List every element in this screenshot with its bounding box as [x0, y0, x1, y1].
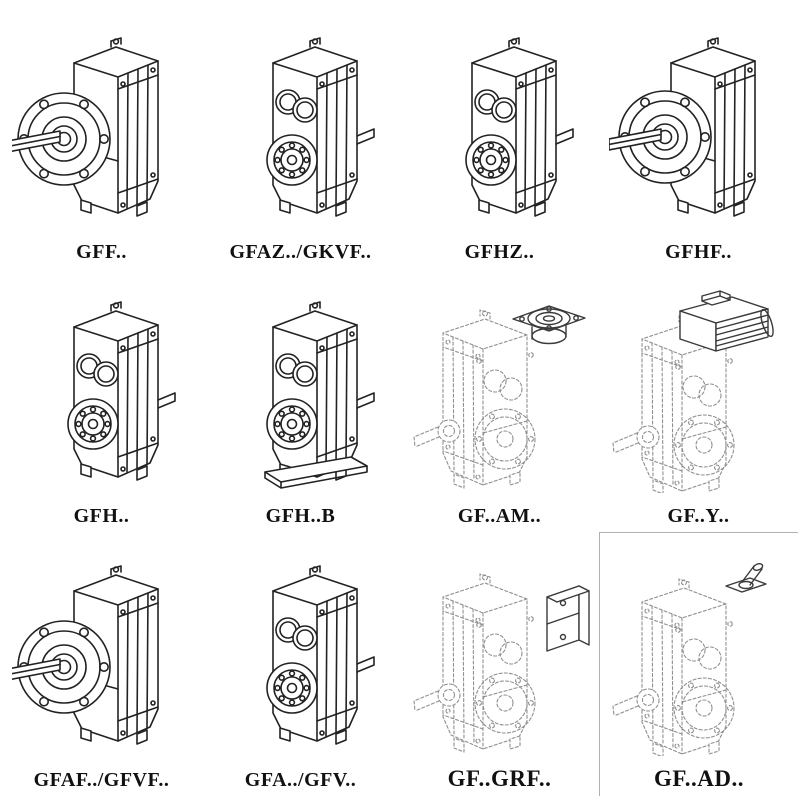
output-flange [608, 89, 712, 184]
variator-unit [545, 585, 590, 652]
housing-outline [271, 36, 358, 217]
gearbox-hollow-shaft-icon [201, 534, 400, 767]
gearbox-label: GFH..B [265, 505, 336, 527]
gearbox-with-motor-icon [599, 270, 798, 503]
gearbox-label: GFAF../GFVF.. [33, 769, 170, 791]
gearbox-hollow-shaft-icon [2, 270, 201, 503]
gearbox-hollow-shaft-icon [400, 6, 599, 239]
gearbox-flange-output-icon [2, 6, 201, 239]
input-shaft-adapter [725, 561, 767, 593]
housing-dashed [412, 573, 536, 753]
gearbox-label: GFAZ../GKVF.. [229, 241, 372, 263]
gearbox-input-shaft-adapter-icon [600, 535, 798, 764]
electric-motor [678, 289, 776, 352]
gearbox-drawing [265, 564, 375, 745]
gearbox-label: GFF.. [76, 241, 127, 263]
gearbox-label: GFA../GFV.. [244, 769, 357, 791]
gearbox-drawing [412, 304, 586, 489]
gearbox-cell-gf-am: GF..AM.. [400, 268, 599, 532]
gearbox-cell-gfh: GFH.. [2, 268, 201, 532]
gearbox-cell-gff: GFF.. [2, 4, 201, 268]
gearbox-cell-gfaf-gfvf: GFAF../GFVF.. [2, 532, 201, 796]
gearbox-label: GF..GRF.. [447, 766, 552, 791]
gearbox-label: GFHF.. [665, 241, 732, 263]
gearbox-drawing [66, 300, 176, 481]
gearbox-speed-variator-icon [400, 534, 599, 764]
housing-outline [271, 564, 358, 745]
gearbox-cell-gfh-b: GFH..B [201, 268, 400, 532]
gearbox-label: GF..Y.. [667, 505, 730, 527]
gearbox-drawing [611, 289, 776, 493]
housing-dashed [612, 577, 735, 756]
gearbox-cell-gf-grf: GF..GRF.. [400, 532, 599, 796]
gearbox-drawing [608, 36, 756, 217]
gearbox-cell-gf-y: GF..Y.. [599, 268, 798, 532]
gearbox-cell-gfaz-gkvf: GFAZ../GKVF.. [201, 4, 400, 268]
gearbox-flange-output-icon [599, 6, 798, 239]
output-flange [11, 91, 111, 186]
gearbox-label: GFH.. [73, 505, 130, 527]
housing-outline [72, 300, 159, 481]
gearbox-label: GF..AM.. [457, 505, 542, 527]
output-flange [11, 619, 111, 714]
gearbox-flange-output-icon [2, 534, 201, 767]
gearbox-drawing [612, 561, 767, 756]
housing-outline [470, 36, 557, 217]
gearbox-hollow-shaft-icon [201, 6, 400, 239]
housing-dashed [412, 308, 536, 489]
gearbox-drawing [11, 36, 159, 217]
gearbox-drawing [265, 36, 375, 217]
gearbox-cell-gfa-gfv: GFA../GFV.. [201, 532, 400, 796]
gearbox-cell-gf-ad: GF..AD.. [599, 532, 798, 796]
gearbox-foot-mounted-icon [201, 270, 400, 503]
gearbox-cell-gfhz: GFHZ.. [400, 4, 599, 268]
gearbox-drawing [11, 564, 159, 745]
gearbox-label: GFHZ.. [464, 241, 535, 263]
gearbox-label: GF..AD.. [653, 766, 745, 791]
housing-outline [271, 300, 358, 481]
gearbox-cell-gfhf: GFHF.. [599, 4, 798, 268]
gearbox-drawing [464, 36, 574, 217]
gearbox-drawing [412, 573, 590, 753]
gearbox-motor-flange-adapter-icon [400, 270, 599, 503]
gearbox-drawing [263, 300, 375, 489]
